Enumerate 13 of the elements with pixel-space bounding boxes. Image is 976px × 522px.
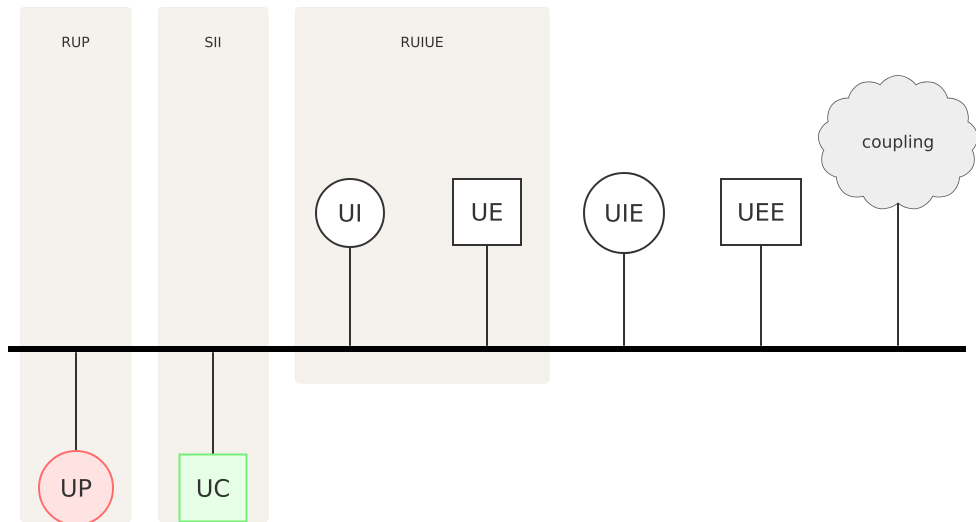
cloud-node: coupling (818, 75, 976, 210)
connector-line (349, 248, 351, 346)
square-node: UE (452, 178, 522, 246)
connector-line (212, 352, 214, 454)
circle-node: UIE (583, 172, 665, 254)
square-node: UEE (720, 178, 802, 246)
circle-node: UP (38, 450, 114, 522)
connector-line (623, 254, 625, 346)
circle-node: UI (315, 178, 385, 248)
square-node: UC (178, 454, 248, 522)
connector-line (75, 352, 77, 450)
connector-line (486, 246, 488, 346)
connector-line (760, 246, 762, 346)
